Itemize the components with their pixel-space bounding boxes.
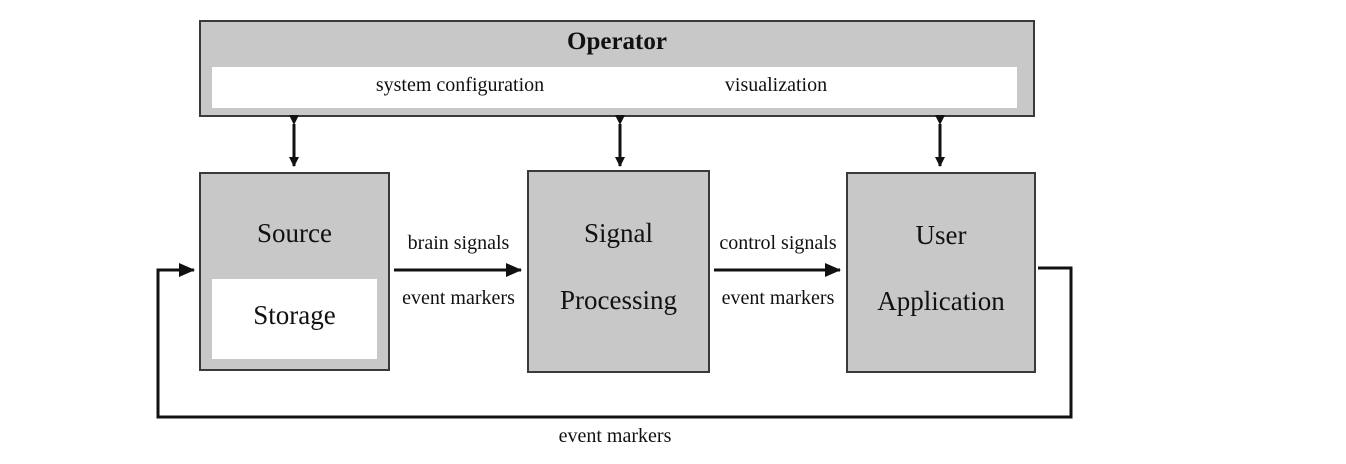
user-application-title-line1: User	[915, 220, 967, 250]
event-markers-label-1: event markers	[402, 287, 515, 309]
operator-functions-panel	[212, 67, 1017, 108]
user-application-title-line2: Application	[877, 286, 1005, 316]
brain-signals-label: brain signals	[407, 232, 510, 254]
signal-processing-title-line1: Signal	[583, 218, 653, 248]
source-title: Source	[257, 218, 332, 248]
user-application-box	[846, 172, 1036, 373]
storage-panel	[212, 279, 377, 359]
event-markers-feedback-label: event markers	[558, 425, 672, 447]
signal-processing-title-line2: Processing	[560, 285, 677, 315]
application-to-source-feedback-arrow	[156, 263, 1073, 419]
signal-processing-box	[527, 170, 710, 373]
operator-title: Operator	[567, 28, 667, 55]
operator-visualization-label: visualization	[724, 74, 828, 96]
storage-label: Storage	[253, 300, 336, 330]
operator-system-configuration-label: system configuration	[375, 74, 545, 96]
control-signals-label: control signals	[719, 232, 837, 254]
event-markers-label-2: event markers	[721, 287, 835, 309]
